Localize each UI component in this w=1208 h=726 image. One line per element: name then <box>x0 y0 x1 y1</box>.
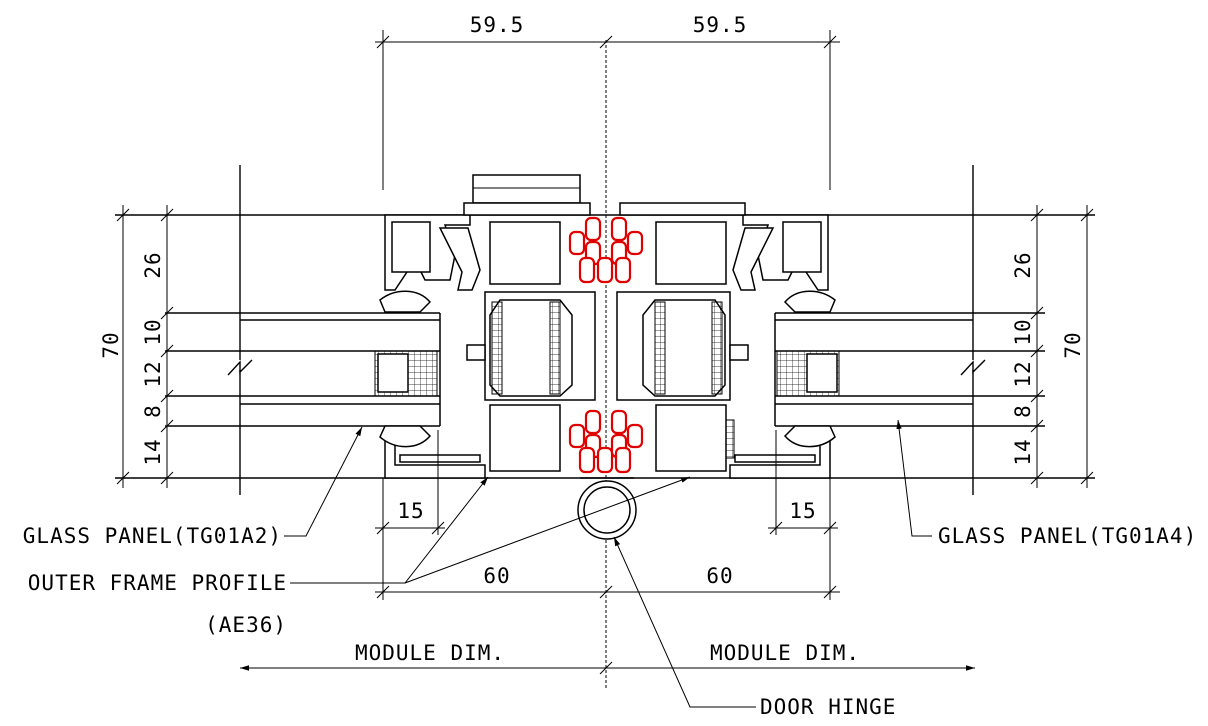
center-seal-gasket-bottom <box>568 409 644 474</box>
left-vertical-dimensions: 70 26 10 12 8 14 <box>99 205 174 488</box>
bottom-60-dimensions: 60 60 <box>375 564 840 599</box>
dim-left-12: 12 <box>141 360 165 387</box>
glass-panel-right-label: GLASS PANEL(TG01A4) <box>938 524 1197 548</box>
dim-bottom-left-15: 15 <box>397 499 424 523</box>
glass-panel-left-label: GLASS PANEL(TG01A2) <box>23 524 282 548</box>
dim-right-10: 10 <box>1011 318 1035 345</box>
dim-left-10: 10 <box>141 318 165 345</box>
sash-left <box>463 174 596 472</box>
dim-right-total: 70 <box>1061 331 1085 358</box>
outer-frame-label-line2: (AE36) <box>205 613 287 637</box>
dim-bottom-left-60: 60 <box>483 564 510 588</box>
module-dimension: MODULE DIM. MODULE DIM. <box>240 641 975 675</box>
dim-top-left: 59.5 <box>470 13 525 37</box>
dim-left-26: 26 <box>141 251 165 278</box>
dim-right-8: 8 <box>1011 404 1035 418</box>
right-vertical-dimensions: 70 26 10 12 8 14 <box>1011 205 1094 488</box>
sash-right <box>616 202 749 472</box>
dim-top-right: 59.5 <box>693 13 748 37</box>
outer-frame-profile-left <box>379 214 486 479</box>
dim-left-total: 70 <box>99 331 123 358</box>
dim-left-8: 8 <box>141 404 165 418</box>
module-dim-left-label: MODULE DIM. <box>355 641 505 665</box>
top-dimension: 59.5 59.5 <box>375 13 840 190</box>
module-dim-right-label: MODULE DIM. <box>710 641 860 665</box>
dim-right-12: 12 <box>1011 360 1035 387</box>
bottom-small-dimensions: 15 15 <box>375 430 838 600</box>
label-glass-right: GLASS PANEL(TG01A4) <box>896 419 1197 548</box>
glass-panel-right <box>774 165 1045 495</box>
outer-frame-label-line1: OUTER FRAME PROFILE <box>28 571 287 595</box>
outer-frame-profile-right <box>725 214 836 479</box>
label-outer-frame: OUTER FRAME PROFILE (AE36) <box>28 476 691 637</box>
door-hinge <box>577 477 637 540</box>
dim-right-26: 26 <box>1011 251 1035 278</box>
dim-right-14: 14 <box>1011 438 1035 465</box>
label-door-hinge: DOOR HINGE <box>613 536 896 719</box>
dim-bottom-right-60: 60 <box>706 564 733 588</box>
label-glass-left: GLASS PANEL(TG01A2) <box>23 426 363 548</box>
dim-bottom-right-15: 15 <box>789 499 816 523</box>
center-seal-gasket-top <box>568 216 644 284</box>
door-hinge-label: DOOR HINGE <box>760 695 896 719</box>
dim-left-14: 14 <box>141 438 165 465</box>
